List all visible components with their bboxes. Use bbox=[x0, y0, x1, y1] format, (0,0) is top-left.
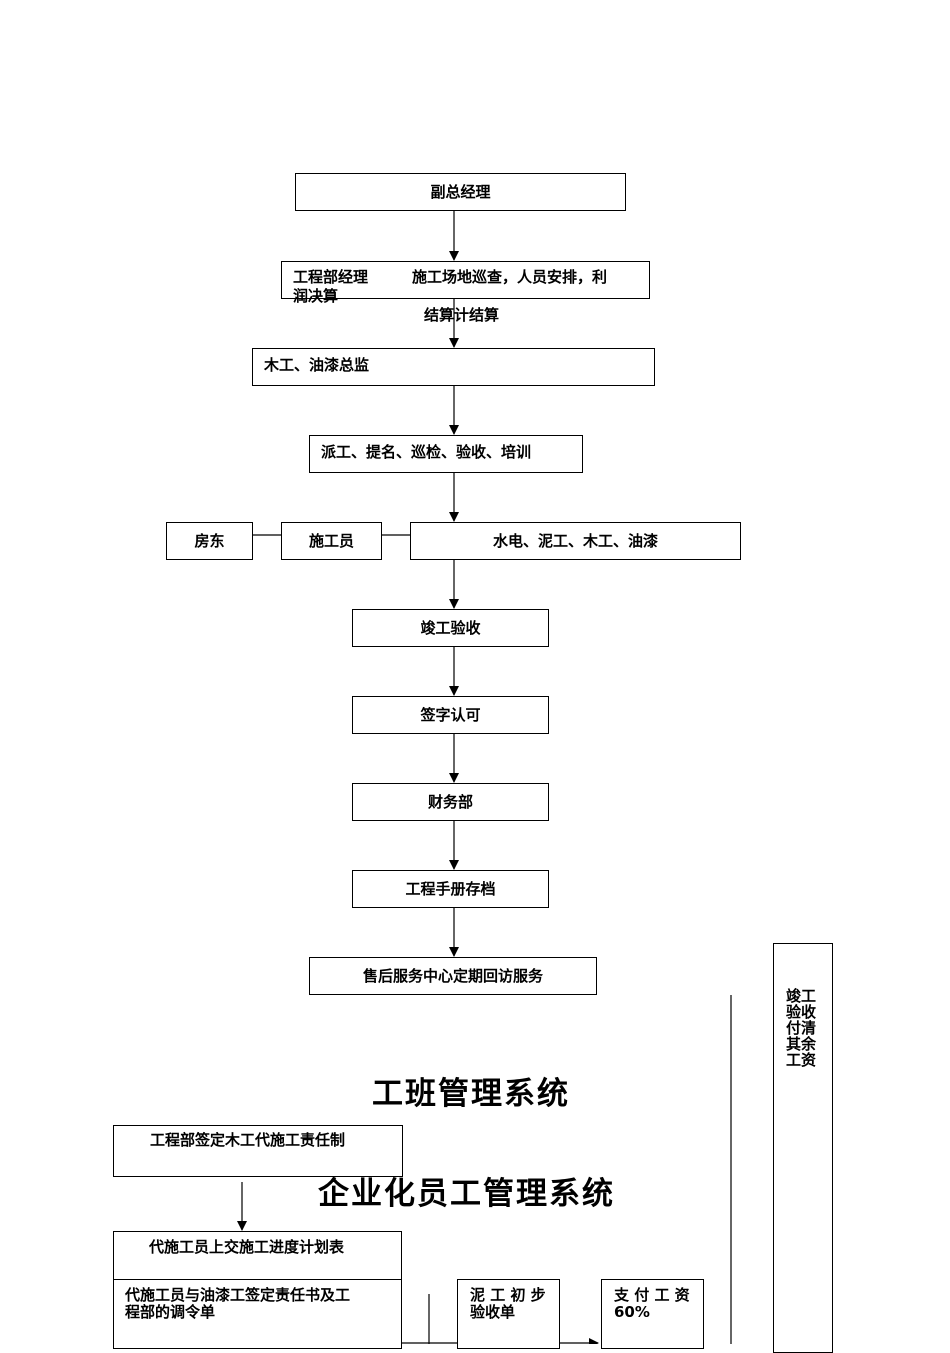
masonry-line2: 验收单 bbox=[470, 1303, 516, 1321]
constructor-box: 施工员 bbox=[281, 522, 382, 560]
schedule-box: 代施工员上交施工进度计划表 bbox=[113, 1231, 402, 1281]
tasks-box: 派工、提名、巡检、验收、培训 bbox=[309, 435, 583, 473]
team-system-title: 工班管理系统 bbox=[372, 1076, 570, 1112]
masonry-acceptance-box: 泥 工 初 步 验收单 bbox=[457, 1279, 560, 1349]
signoff-box: 签字认可 bbox=[352, 696, 549, 734]
aftersales-box: 售后服务中心定期回访服务 bbox=[309, 957, 597, 995]
finance-box: 财务部 bbox=[352, 783, 549, 821]
trades-box: 水电、泥工、木工、油漆 bbox=[410, 522, 741, 560]
archive-box: 工程手册存档 bbox=[352, 870, 549, 908]
responsibility-box: 代施工员与油漆工签定责任书及工 程部的调令单 bbox=[113, 1279, 402, 1349]
landlord-box: 房东 bbox=[166, 522, 253, 560]
settlement-label: 结算计结算 bbox=[424, 306, 500, 324]
employee-system-title: 企业化员工管理系统 bbox=[318, 1176, 615, 1212]
responsibility-line1: 代施工员与油漆工签定责任书及工 bbox=[125, 1286, 351, 1304]
responsibility-line2: 程部的调令单 bbox=[125, 1303, 216, 1321]
pay-line1: 支 付 工 资 bbox=[614, 1286, 690, 1304]
contract-box: 工程部签定木工代施工责任制 bbox=[113, 1125, 403, 1177]
final-pay-box: 竣工验收付清其余工资 bbox=[773, 943, 833, 1353]
eng-manager-duties-line2: 润决算 bbox=[293, 287, 339, 305]
final-pay-text: 竣工验收付清其余工资 bbox=[786, 987, 817, 1069]
pay-60-box: 支 付 工 资 60% bbox=[601, 1279, 704, 1349]
supervisor-label: 木工、油漆总监 bbox=[264, 356, 370, 374]
eng-manager-box: 工程部经理 施工场地巡查，人员安排，利 润决算 bbox=[281, 261, 650, 305]
supervisor-box: 木工、油漆总监 bbox=[252, 348, 655, 386]
masonry-line1: 泥 工 初 步 bbox=[470, 1286, 546, 1304]
eng-manager-label: 工程部经理 bbox=[293, 268, 369, 286]
pay-line2: 60% bbox=[614, 1303, 650, 1321]
completion-box: 竣工验收 bbox=[352, 609, 549, 647]
contract-label: 工程部签定木工代施工责任制 bbox=[150, 1131, 346, 1149]
eng-manager-duties-line1: 施工场地巡查，人员安排，利 bbox=[412, 268, 608, 286]
deputy-gm-box: 副总经理 bbox=[295, 173, 626, 211]
tasks-label: 派工、提名、巡检、验收、培训 bbox=[321, 443, 532, 461]
schedule-label: 代施工员上交施工进度计划表 bbox=[149, 1238, 345, 1256]
